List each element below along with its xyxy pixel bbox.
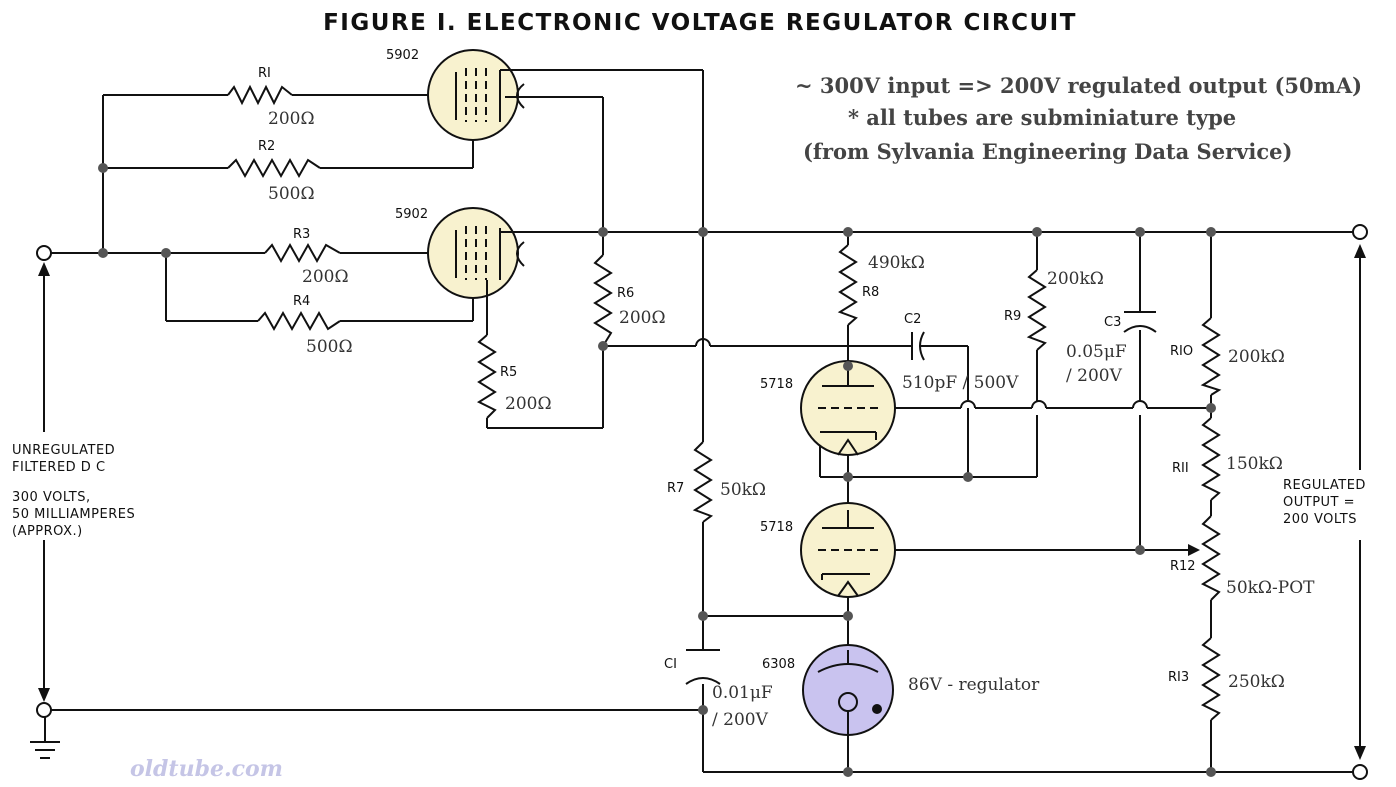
r1-label: RI: [258, 66, 271, 81]
tube-label-v3: 5718: [760, 377, 793, 392]
watermark: oldtube.com: [130, 756, 283, 782]
tube-5902-top: [427, 49, 525, 141]
tube-v5-note: 86V - regulator: [908, 675, 1040, 695]
r7-label: R7: [667, 481, 684, 496]
resistor-r13: [1200, 637, 1221, 721]
input-label-line-3: 300 VOLTS,: [12, 490, 91, 505]
resistor-r11: [1200, 417, 1221, 501]
resistor-r5: [476, 334, 497, 419]
c3-value-2: / 200V: [1066, 366, 1123, 386]
r9-value: 200kΩ: [1047, 269, 1104, 289]
resistor-r7: [692, 441, 714, 523]
resistor-r6: [593, 254, 613, 347]
c1-value-2: / 200V: [712, 710, 769, 730]
output-label-line-2: OUTPUT =: [1283, 495, 1355, 510]
r3-value: 200Ω: [302, 267, 349, 287]
r12-label: R12: [1170, 559, 1196, 574]
c2-value: 510pF / 500V: [902, 373, 1019, 393]
c1-value-1: 0.01μF: [712, 683, 773, 703]
tube-label-v2: 5902: [395, 207, 428, 222]
r11-value: 150kΩ: [1226, 454, 1283, 474]
c1-label: CI: [664, 657, 677, 672]
figure-title: FIGURE I. ELECTRONIC VOLTAGE REGULATOR C…: [323, 10, 1077, 36]
output-terminal-ground: [1352, 764, 1368, 780]
output-label-line-1: REGULATED: [1283, 478, 1366, 493]
resistors: [227, 84, 1222, 721]
r6-value: 200Ω: [619, 308, 666, 328]
tube-6308-regulator: [802, 644, 894, 736]
output-label-line-3: 200 VOLTS: [1283, 512, 1357, 527]
tube-label-v4: 5718: [760, 520, 793, 535]
note-line-2: * all tubes are subminiature type: [848, 105, 1236, 130]
r10-label: RIO: [1170, 344, 1193, 359]
input-label-line-2: FILTERED D C: [12, 460, 106, 475]
r5-value: 200Ω: [505, 394, 552, 414]
tube-5718-lower: [800, 502, 896, 598]
resistor-r2: [227, 157, 321, 179]
tube-5718-upper: [800, 360, 896, 456]
input-terminal-positive: [36, 245, 52, 261]
r4-value: 500Ω: [306, 337, 353, 357]
r5-label: R5: [500, 365, 517, 380]
capacitors: [685, 311, 1157, 685]
r7-value: 50kΩ: [720, 480, 766, 500]
c3-value-1: 0.05μF: [1066, 342, 1127, 362]
resistor-r8: [837, 244, 858, 326]
r6-label: R6: [617, 286, 634, 301]
r10-value: 200kΩ: [1228, 347, 1285, 367]
capacitor-c1: [685, 649, 721, 685]
note-line-3: (from Sylvania Engineering Data Service): [803, 139, 1292, 164]
r13-label: RI3: [1168, 670, 1189, 685]
r9-label: R9: [1004, 309, 1021, 324]
resistor-r12-pot: [1200, 515, 1221, 601]
r3-label: R3: [293, 227, 310, 242]
resistor-r10: [1200, 317, 1222, 396]
resistor-r9: [1026, 269, 1047, 351]
r8-label: R8: [862, 285, 879, 300]
input-label-line-5: (APPROX.): [12, 524, 83, 539]
note-line-1: ~ 300V input => 200V regulated output (5…: [795, 73, 1362, 98]
input-terminal-ground: [36, 702, 52, 718]
r13-value: 250kΩ: [1228, 672, 1285, 692]
resistor-r1: [227, 84, 293, 106]
input-label-line-1: UNREGULATED: [12, 443, 115, 458]
input-label-line-4: 50 MILLIAMPERES: [12, 507, 135, 522]
output-terminal-positive: [1352, 224, 1368, 240]
tube-label-v5: 6308: [762, 657, 795, 672]
r11-label: RII: [1172, 461, 1189, 476]
r8-value: 490kΩ: [868, 253, 925, 273]
resistor-r4: [257, 310, 341, 332]
tube-label-v1: 5902: [386, 48, 419, 63]
r2-label: R2: [258, 139, 275, 154]
capacitor-c3: [1123, 311, 1157, 333]
junction-dots: [98, 163, 1216, 777]
capacitor-c2: [905, 331, 928, 361]
resistor-r3: [264, 242, 341, 264]
c3-label: C3: [1104, 315, 1121, 330]
wiring: [30, 69, 1366, 773]
r4-label: R4: [293, 294, 310, 309]
r1-value: 200Ω: [268, 109, 315, 129]
c2-label: C2: [904, 312, 921, 327]
r12-value: 50kΩ-POT: [1226, 578, 1315, 598]
r2-value: 500Ω: [268, 184, 315, 204]
tube-5902-bottom: [427, 207, 525, 299]
